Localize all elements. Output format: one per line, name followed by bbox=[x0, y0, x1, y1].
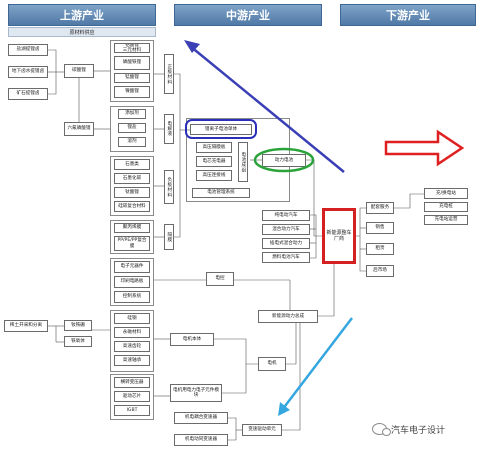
ore-lithium-box: 矿石提锂卤 bbox=[8, 88, 48, 100]
vehicle-type-item: 燃料电池汽车 bbox=[262, 252, 310, 263]
cell-component: 高压连接线 bbox=[196, 170, 232, 181]
vehicle-type-item: 插电式混合动力 bbox=[262, 238, 310, 249]
rental-box: 租赁 bbox=[366, 243, 394, 255]
electrolyte-group bbox=[110, 106, 154, 152]
cell-component: 电芯充电器 bbox=[196, 156, 232, 167]
cathode-item: 钴酸锂 三元材料 bbox=[114, 43, 150, 53]
motor-part-item: 高速轴承 bbox=[114, 355, 150, 366]
transmission-b-box: 机电动同变速器 bbox=[174, 434, 228, 446]
salt-lake-lithium-box: 盐湖提锂卤 bbox=[8, 44, 48, 56]
controller-part-item: IGBT bbox=[114, 405, 150, 416]
motor-part-item: 永磁材料 bbox=[114, 327, 150, 338]
cathode-group bbox=[110, 40, 154, 102]
anode-label: 负极材料 bbox=[164, 170, 174, 204]
cell-component: 高压隔膜板 bbox=[196, 142, 232, 153]
electrolyte-label: 电解液 bbox=[164, 114, 174, 144]
vehicle-type-item: 混合动力汽车 bbox=[262, 224, 310, 235]
wechat-icon bbox=[372, 423, 391, 436]
vehicle-type-item: 纯电动汽车 bbox=[262, 210, 310, 221]
motor-control-box: 电控 bbox=[206, 272, 234, 286]
charging-item: 充电桩 bbox=[424, 202, 468, 212]
separator-item: 聚丙烯膜 bbox=[114, 223, 150, 233]
motor-controller-box: 电机用电力电子元件模块 bbox=[170, 384, 222, 402]
anode-item: 石墨化碳 bbox=[114, 173, 150, 184]
watermark: 汽车电子设计 bbox=[372, 420, 480, 438]
bms-box: 电池管理系统 bbox=[192, 188, 250, 198]
anode-item: 石墨类 bbox=[114, 159, 150, 170]
separator-label: 隔膜 bbox=[164, 224, 174, 250]
ev-powertrain-box: 新能源动力总成 bbox=[258, 310, 318, 323]
lipf6-box: 六氟磷酸锂 bbox=[64, 122, 94, 136]
electronics-group bbox=[110, 258, 154, 306]
rare-earth-box: 稀土开采和分离 bbox=[4, 320, 48, 332]
cathode-item: 锰酸锂 bbox=[114, 73, 150, 83]
aftermarket-box: 后市场 bbox=[366, 265, 394, 277]
anode-item: 硅碳复合材料 bbox=[114, 201, 150, 212]
electrolyte-item: 添加剂 bbox=[118, 109, 146, 119]
controller-parts-group bbox=[110, 374, 154, 420]
magnet-item: 铁氧体 bbox=[64, 336, 92, 347]
vehicle-maker-box: 新能源整车厂商 bbox=[322, 208, 356, 264]
header-raw-materials: 原材料供应 bbox=[8, 27, 156, 37]
charging-item: 充电站运营 bbox=[424, 215, 468, 225]
header-upstream: 上游产业 bbox=[8, 4, 156, 26]
supporting-service-box: 配套服务 bbox=[366, 202, 394, 214]
underground-brine-box: 地下卤水提锂卤 bbox=[8, 66, 48, 78]
cathode-label: 正极材料 bbox=[164, 54, 174, 94]
controller-part-item: 驱动芯片 bbox=[114, 391, 150, 402]
power-battery-box: 动力电池 bbox=[262, 154, 306, 167]
motor-body-box: 电机本体 bbox=[170, 333, 214, 346]
anode-group bbox=[110, 156, 154, 216]
lithium-carbonate-box: 碳酸锂 bbox=[64, 64, 94, 78]
motor-box: 电机 bbox=[258, 357, 286, 371]
magnet-item: 钕铁硼 bbox=[64, 320, 92, 331]
motor-parts-group bbox=[110, 310, 154, 372]
electronics-item: 控制系统 bbox=[114, 291, 150, 303]
electronics-item: 电子元器件 bbox=[114, 261, 150, 273]
controller-part-item: 横转变压器 bbox=[114, 377, 150, 388]
anode-item: 钛酸锂 bbox=[114, 187, 150, 198]
electrolyte-item: 锂盐 bbox=[118, 123, 146, 133]
cathode-item: 镍酸锂 bbox=[114, 86, 150, 98]
charging-station-box: 充/换电站 bbox=[424, 188, 468, 199]
header-downstream: 下游产业 bbox=[340, 4, 476, 26]
motor-part-item: 高速齿轮 bbox=[114, 341, 150, 352]
pack-label: 电池成组 bbox=[238, 142, 248, 182]
sales-box: 销售 bbox=[366, 222, 394, 234]
separator-item: PP/PE/PP复合膜 bbox=[114, 236, 150, 251]
drive-unit-box: 变速驱动单元 bbox=[242, 424, 282, 436]
watermark-text: 汽车电子设计 bbox=[391, 425, 446, 436]
cathode-item: 磷酸铁锂 bbox=[114, 56, 150, 70]
separator-group bbox=[110, 220, 154, 254]
battery-cell-box: 锂离子电池单体 bbox=[190, 124, 252, 135]
transmission-a-box: 机电耦合变速器 bbox=[174, 412, 228, 424]
motor-part-item: 硅钢 bbox=[114, 313, 150, 324]
electronics-item: 印刷电路板 bbox=[114, 276, 150, 288]
header-midstream: 中游产业 bbox=[174, 4, 322, 26]
electrolyte-item: 溶剂 bbox=[118, 137, 146, 147]
